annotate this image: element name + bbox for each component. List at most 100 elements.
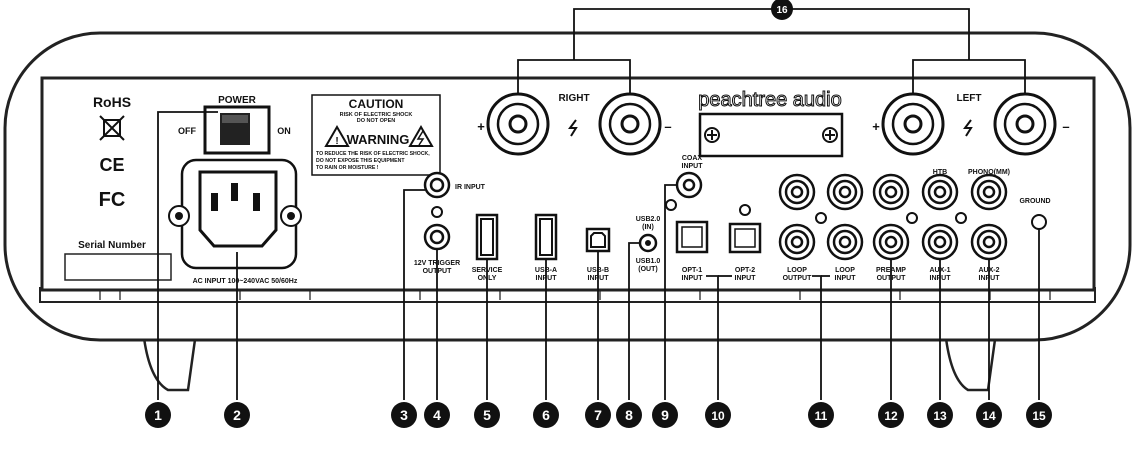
indicator-led (906, 212, 918, 224)
loop-output-label-2: OUTPUT (783, 275, 813, 282)
svg-text:16: 16 (776, 5, 788, 16)
lightning-icon (568, 119, 578, 137)
service-usb-port[interactable] (475, 213, 499, 261)
serial-number-box (64, 253, 172, 281)
loop-input-label-1: LOOP (835, 267, 855, 274)
ir-input-jack[interactable] (423, 171, 451, 199)
callout-2: 2 (224, 402, 250, 428)
opt1-label-2: INPUT (682, 275, 704, 282)
opt2-label-2: INPUT (735, 275, 757, 282)
fc-mark: FC (99, 189, 126, 211)
callout-12: 12 (878, 402, 904, 428)
svg-text:DO NOT OPEN: DO NOT OPEN (357, 118, 396, 124)
leader-lines (157, 8, 1040, 400)
svg-text:11: 11 (815, 409, 828, 423)
ground-terminal[interactable] (1031, 214, 1047, 230)
rohs-mark: RoHS (93, 94, 131, 110)
svg-text:8: 8 (625, 407, 633, 423)
right-minus-label: – (664, 119, 671, 134)
callout-10: 10 (705, 402, 731, 428)
callout-11: 11 (808, 402, 834, 428)
indicator-led (739, 204, 751, 216)
svg-text:1: 1 (154, 407, 162, 423)
svg-text:6: 6 (542, 407, 550, 423)
ac-inlet[interactable] (168, 158, 302, 270)
usb20-label-1: USB2.0 (636, 216, 661, 223)
callout-13: 13 (927, 402, 953, 428)
usb20-label-2: (IN) (642, 224, 654, 231)
coax-input-jack[interactable] (675, 171, 703, 199)
svg-text:15: 15 (1032, 409, 1046, 423)
rca-jack[interactable] (826, 173, 864, 211)
indicator-led (815, 212, 827, 224)
speaker-terminals-left[interactable] (881, 92, 1057, 156)
coax-label-2: INPUT (682, 163, 704, 170)
usb-mode-switch[interactable] (638, 233, 658, 253)
callout-5: 5 (474, 402, 500, 428)
svg-text:DO NOT EXPOSE THIS EQUIPMENT: DO NOT EXPOSE THIS EQUIPMENT (316, 158, 405, 164)
svg-text:TO RAIN OR MOISTURE !: TO RAIN OR MOISTURE ! (316, 165, 379, 171)
ce-mark: CE (99, 155, 124, 175)
expansion-slot-plate (698, 112, 844, 158)
rca-jack[interactable] (921, 223, 959, 261)
svg-text:4: 4 (433, 407, 441, 423)
rca-jack[interactable] (778, 173, 816, 211)
coax-label-1: COAX (682, 155, 703, 162)
callout-9: 9 (652, 402, 678, 428)
indicator-led (665, 199, 677, 211)
on-label: ON (277, 126, 291, 136)
callout-3: 3 (391, 402, 417, 428)
rca-jack[interactable] (778, 223, 816, 261)
right-label: RIGHT (558, 93, 589, 104)
power-switch[interactable] (203, 105, 271, 155)
callout-6: 6 (533, 402, 559, 428)
svg-text:10: 10 (711, 409, 725, 423)
htb-label: HTB (933, 169, 947, 176)
lightning-icon (963, 119, 973, 137)
callout-4: 4 (424, 402, 450, 428)
usb-b-port[interactable] (585, 227, 611, 253)
rca-jack[interactable] (872, 173, 910, 211)
svg-text:CAUTION: CAUTION (349, 97, 404, 111)
callout-1: 1 (145, 402, 171, 428)
ac-input-label: AC INPUT 100~240VAC 50/60Hz (193, 278, 298, 285)
callout-14: 14 (976, 402, 1002, 428)
left-plus-label: + (872, 119, 880, 134)
rca-jack[interactable] (921, 173, 959, 211)
optical-input-1[interactable] (675, 220, 709, 254)
rca-jack[interactable] (826, 223, 864, 261)
brand-logo: peachtree audio (698, 89, 841, 111)
svg-text:14: 14 (982, 409, 996, 423)
callout-16: 16 (771, 0, 793, 20)
svg-text:7: 7 (594, 407, 602, 423)
optical-input-2[interactable] (728, 222, 762, 254)
svg-text:3: 3 (400, 407, 408, 423)
svg-text:TO REDUCE THE RISK OF ELECTRIC: TO REDUCE THE RISK OF ELECTRIC SHOCK, (316, 151, 430, 157)
power-label: POWER (218, 95, 257, 106)
opt2-label-1: OPT-2 (735, 267, 755, 274)
callout-8: 8 (616, 402, 642, 428)
rca-jack[interactable] (872, 223, 910, 261)
speaker-terminals-right[interactable] (486, 92, 662, 156)
svg-text:13: 13 (933, 409, 947, 423)
svg-text:12: 12 (884, 409, 898, 423)
trigger-output-jack[interactable] (423, 223, 451, 251)
right-plus-label: + (477, 119, 485, 134)
svg-text:RISK OF ELECTRIC SHOCK: RISK OF ELECTRIC SHOCK (340, 112, 413, 118)
rca-jack[interactable] (970, 223, 1008, 261)
weee-bin-icon (99, 115, 125, 141)
left-minus-label: – (1062, 119, 1069, 134)
opt1-label-1: OPT-1 (682, 267, 702, 274)
off-label: OFF (178, 126, 196, 136)
rca-jack[interactable] (970, 173, 1008, 211)
rca-jacks[interactable] (778, 173, 1008, 261)
svg-text:5: 5 (483, 407, 491, 423)
usb-a-port[interactable] (534, 213, 558, 261)
indicator-led (431, 206, 443, 218)
ground-label: GROUND (1019, 198, 1050, 205)
left-label: LEFT (957, 93, 982, 104)
loop-output-label-1: LOOP (787, 267, 807, 274)
